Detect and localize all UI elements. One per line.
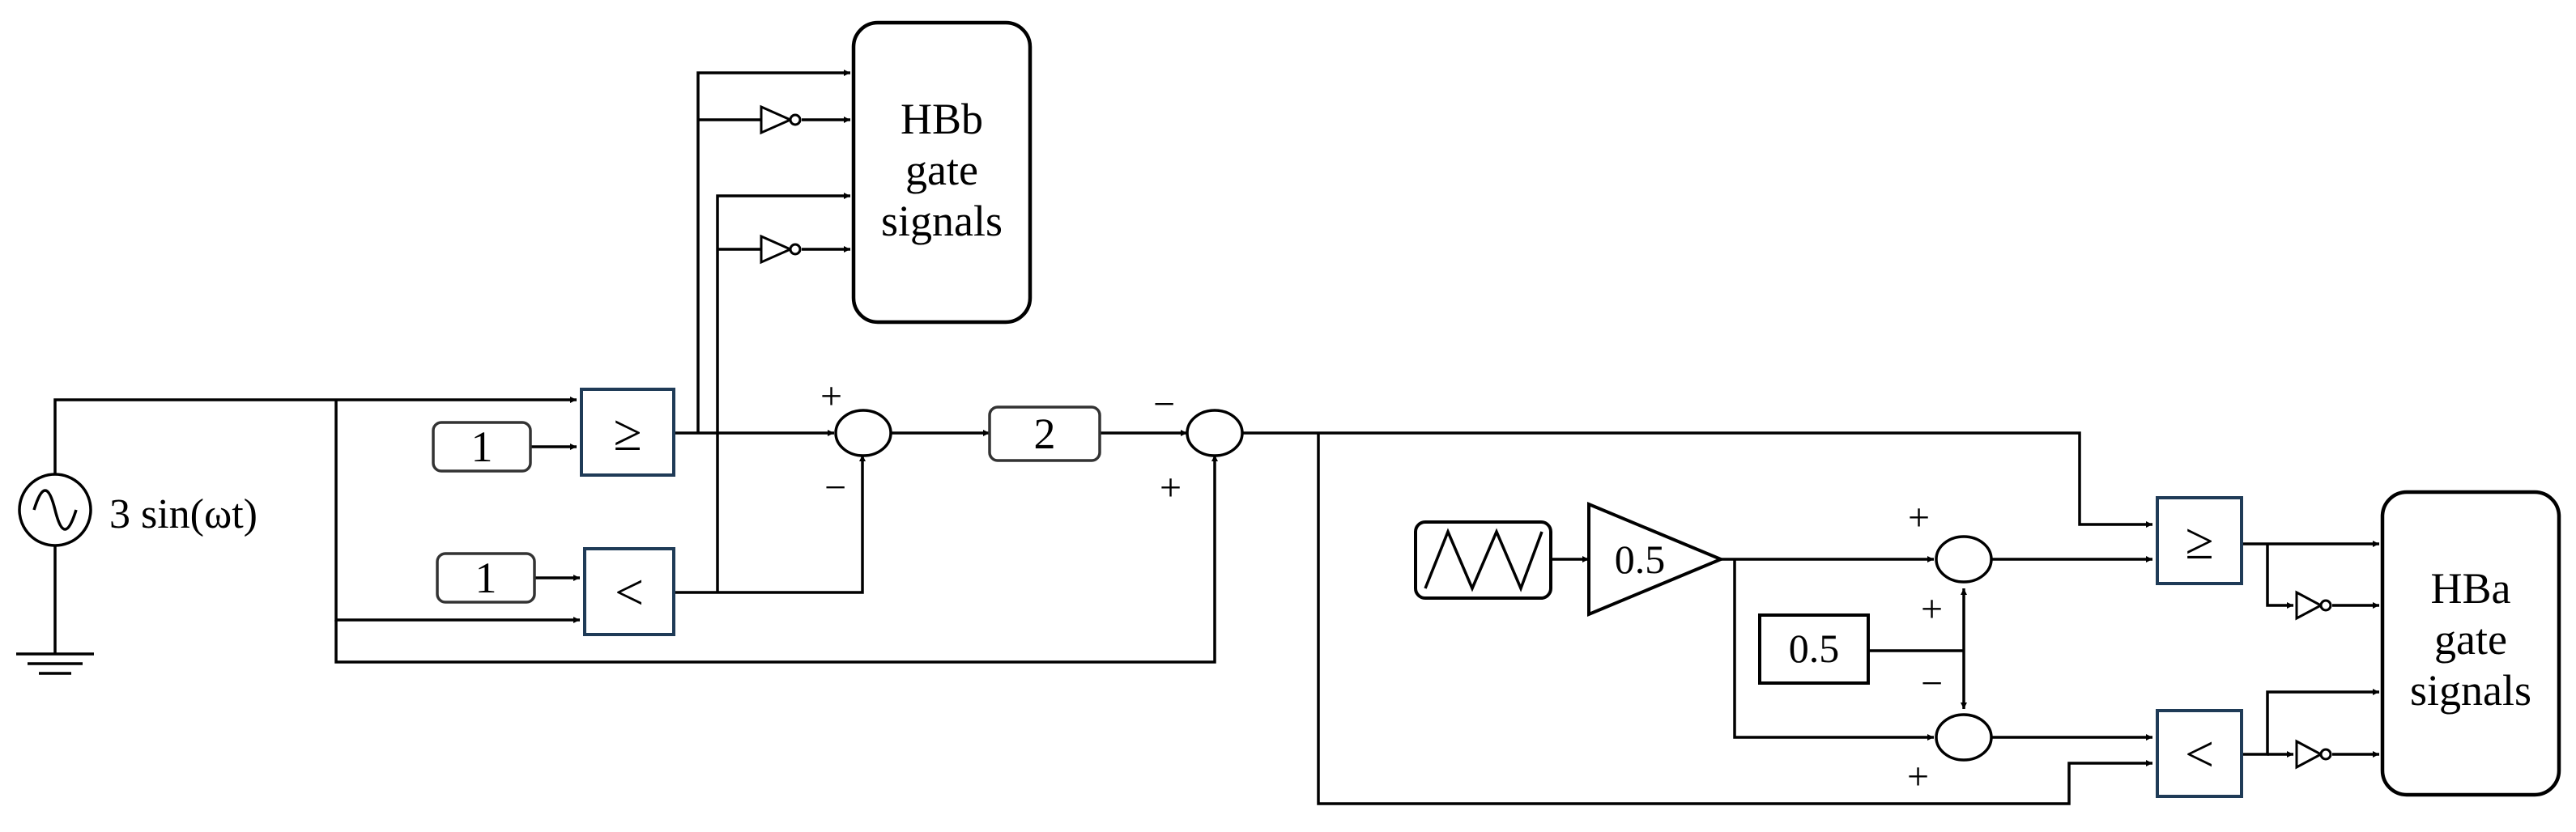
comparator-ge-top-symbol: ≥: [613, 404, 641, 461]
hbb-label-line2: gate: [905, 146, 978, 194]
wire-lt-bottom-to-hba-3: [2242, 689, 2379, 756]
not-gate-2-icon: [760, 234, 802, 265]
wire-lt-to-sum1: [674, 455, 866, 594]
constant-2-value: 1: [475, 554, 497, 602]
sine-wave-icon: [32, 489, 78, 531]
sum2-plus-sign: +: [1160, 466, 1182, 509]
hbb-gate-signals-block[interactable]: HBb gate signals: [851, 20, 1033, 325]
comparator-lt-top-symbol: <: [615, 563, 644, 621]
ground-symbol-icon: [16, 652, 94, 675]
sum-junction-1[interactable]: + −: [820, 375, 892, 509]
sum2-minus-sign: −: [1153, 383, 1175, 426]
sum-junction-2[interactable]: − +: [1153, 383, 1244, 509]
wire-sum2-to-ge-bottom: [1242, 431, 2152, 528]
source-label: 3 sin(ωt): [109, 491, 258, 537]
hbb-label-line1: HBb: [901, 95, 983, 143]
wire-gain-to-sum4: [1733, 559, 1934, 741]
wire-source-up: [53, 398, 336, 478]
wire-ge-to-hbb-1: [696, 70, 850, 433]
constant-half-value: 0.5: [1789, 626, 1840, 671]
sum-junction-4[interactable]: − +: [1907, 662, 1993, 798]
hba-label-line1: HBa: [2431, 564, 2511, 613]
hba-label-line2: gate: [2434, 615, 2507, 664]
sine-source[interactable]: 3 sin(ωt): [18, 473, 258, 547]
wire-sum2-to-lt-bottom: [1317, 433, 2152, 805]
sum3-plus-right-sign: +: [1921, 588, 1943, 630]
gain-block-2[interactable]: 2: [988, 405, 1101, 462]
wire-lt-to-hbb-3: [716, 193, 850, 592]
comparator-lt-top[interactable]: <: [583, 547, 675, 636]
hbb-label-line3: signals: [881, 197, 1003, 245]
wire-source-to-sum2: [334, 455, 1218, 664]
sum1-plus-sign: +: [820, 375, 842, 418]
comparator-ge-top[interactable]: ≥: [580, 388, 675, 477]
constant-block-2[interactable]: 1: [436, 552, 536, 604]
not-gate-4-icon: [2295, 739, 2332, 770]
hba-gate-signals-block[interactable]: HBa gate signals: [2380, 490, 2561, 797]
triangle-wave-icon: [1424, 528, 1543, 592]
signal-wires: [53, 70, 2379, 805]
gain-2-value: 2: [1034, 410, 1056, 458]
comparator-ge-bottom-symbol: ≥: [2185, 512, 2213, 570]
triangle-carrier-block[interactable]: [1414, 520, 1552, 600]
hba-label-line3: signals: [2410, 666, 2531, 715]
sum1-minus-sign: −: [824, 466, 846, 509]
comparator-ge-bottom[interactable]: ≥: [2156, 496, 2243, 585]
sum4-plus-sign: +: [1907, 755, 1929, 798]
comparator-lt-bottom-symbol: <: [2185, 725, 2214, 783]
sum-junction-3[interactable]: + +: [1908, 496, 1993, 630]
not-gate-3-icon: [2295, 590, 2332, 621]
constant-block-1[interactable]: 1: [432, 421, 532, 473]
not-gate-1-icon: [760, 104, 802, 135]
wire-ge-bottom-to-not3: [2266, 544, 2293, 609]
sum3-plus-top-sign: +: [1908, 496, 1930, 539]
constant-1-value: 1: [471, 422, 493, 471]
sum4-minus-sign: −: [1921, 662, 1943, 705]
gain-half-value: 0.5: [1615, 537, 1666, 582]
comparator-lt-bottom[interactable]: <: [2156, 709, 2243, 798]
gain-block-half[interactable]: 0.5: [1587, 501, 1726, 618]
constant-block-half[interactable]: 0.5: [1758, 613, 1870, 685]
